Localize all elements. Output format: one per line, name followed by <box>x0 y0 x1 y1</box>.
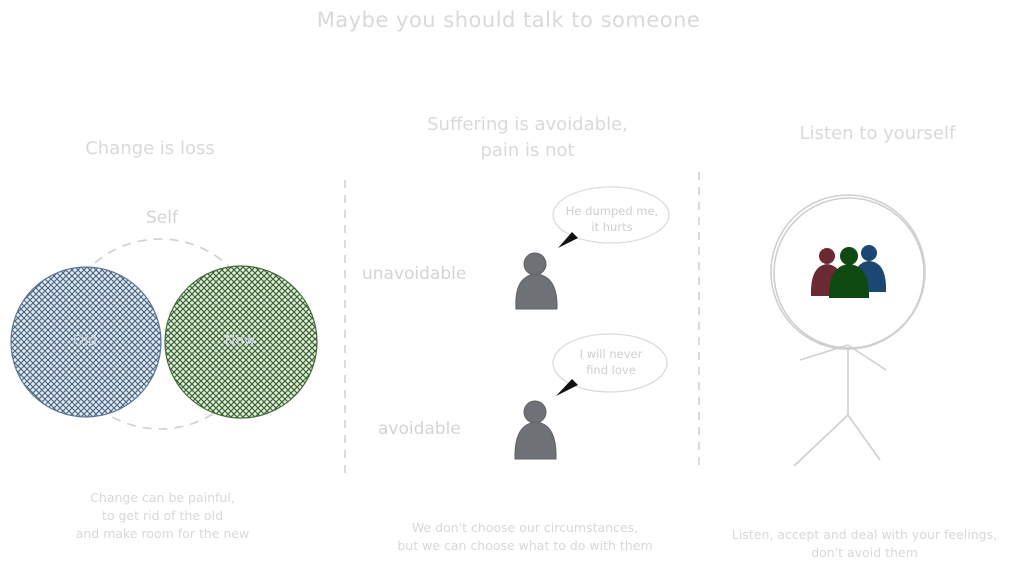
caption-listen: Listen, accept and deal with your feelin… <box>712 526 1017 562</box>
bubble-top-text: He dumped me, it hurts <box>556 203 668 235</box>
page-title: Maybe you should talk to someone <box>316 8 701 32</box>
person-bottom-icon <box>514 400 557 460</box>
caption-line: don't avoid them <box>811 545 918 560</box>
stick-figure-icon <box>770 194 926 467</box>
heading-listen: Listen to yourself <box>799 123 956 144</box>
person-top-icon <box>515 252 558 310</box>
caption-line: We don't choose our circumstances, <box>411 520 639 535</box>
caption-suffering: We don't choose our circumstances, but w… <box>365 519 685 555</box>
heading-suffering: Suffering is avoidable, pain is not <box>400 112 655 164</box>
self-label: Self <box>146 208 178 228</box>
bubble-line: He dumped me, <box>565 204 659 218</box>
old-circle <box>10 266 162 418</box>
new-label: New <box>224 333 256 349</box>
unavoidable-label: unavoidable <box>362 264 467 284</box>
caption-line: and make room for the new <box>75 526 250 541</box>
speech-bubble-bottom <box>552 333 668 396</box>
caption-line: but we can choose what to do with them <box>397 538 653 553</box>
caption-line: to get rid of the old <box>101 508 224 523</box>
caption-line: Change can be painful, <box>90 490 235 505</box>
old-label: Old <box>73 333 97 349</box>
new-circle <box>164 265 318 419</box>
caption-line: Listen, accept and deal with your feelin… <box>731 527 998 542</box>
bubble-line: I will never <box>579 347 643 361</box>
caption-change: Change can be painful, to get rid of the… <box>40 489 285 543</box>
bubble-bottom-text: I will never find love <box>555 346 667 378</box>
heading-change-is-loss: Change is loss <box>85 138 215 159</box>
speech-bubble-top <box>552 186 670 248</box>
group-people-icon <box>810 245 887 298</box>
bubble-line: find love <box>586 363 636 377</box>
heading-line: Suffering is avoidable, <box>427 114 628 135</box>
heading-line: pain is not <box>480 140 575 161</box>
avoidable-label: avoidable <box>378 419 461 439</box>
bubble-line: it hurts <box>591 220 633 234</box>
